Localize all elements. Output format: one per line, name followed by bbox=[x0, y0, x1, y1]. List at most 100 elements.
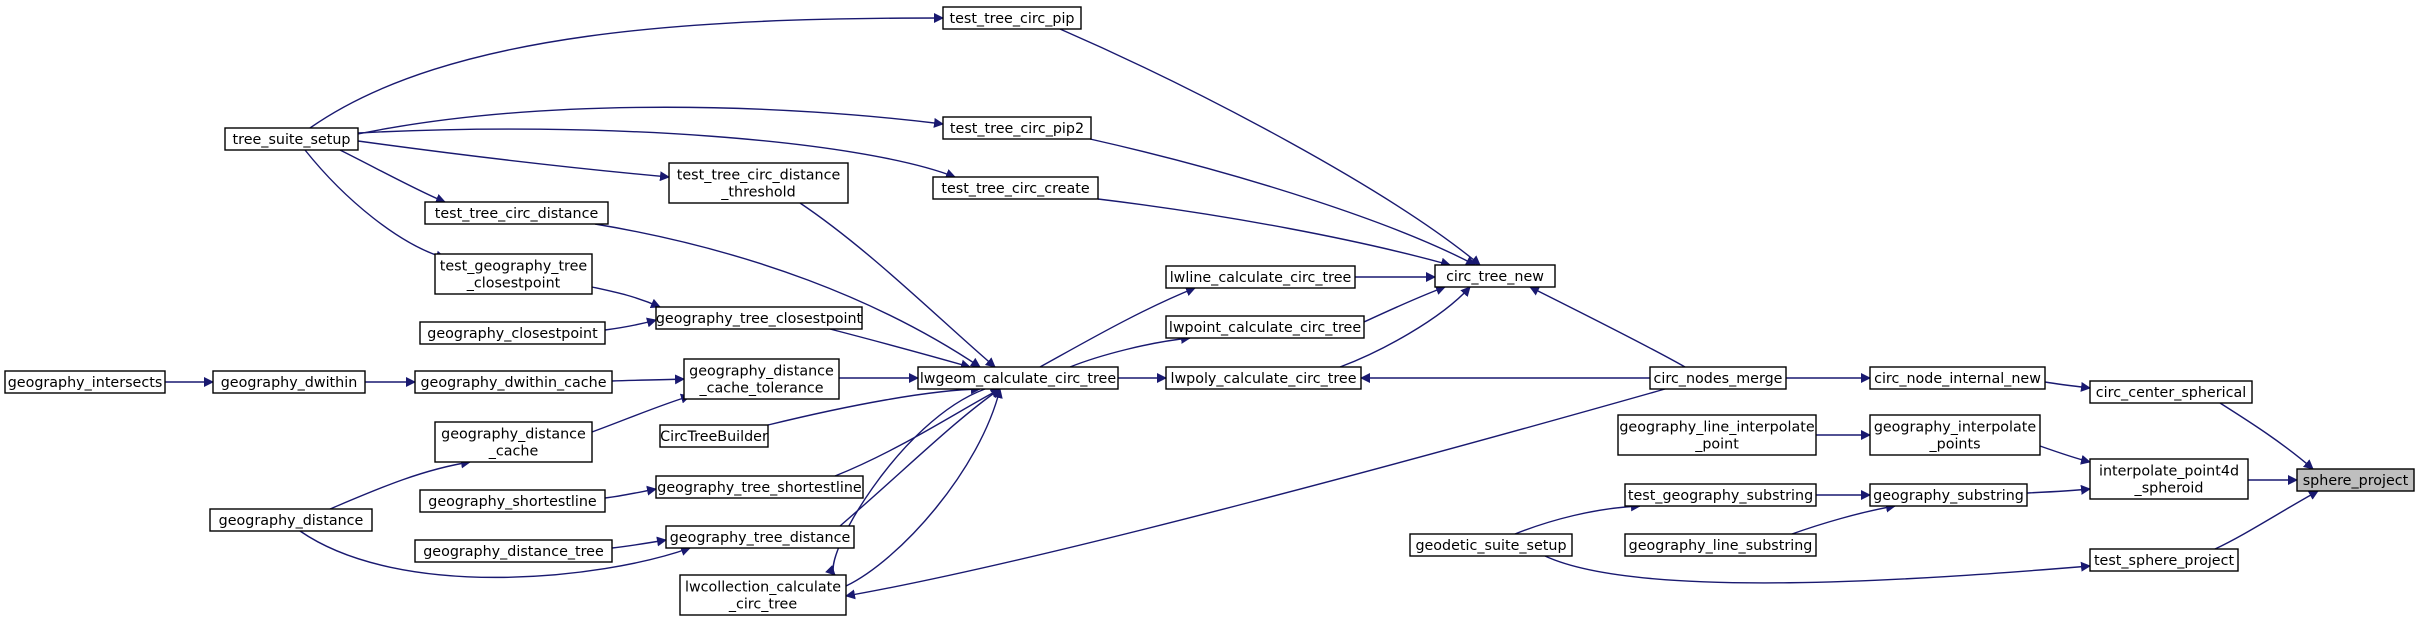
node-geodetic_suite_setup[interactable]: geodetic_suite_setup bbox=[1409, 533, 1573, 557]
node-test_tree_circ_create[interactable]: test_tree_circ_create bbox=[932, 176, 1099, 200]
node-lwpoly_calculate_circ_tree[interactable]: lwpoly_calculate_circ_tree bbox=[1165, 366, 1362, 390]
node-box bbox=[2089, 380, 2253, 404]
node-label: interpolate_point4d bbox=[2099, 464, 2239, 480]
node-geography_distance_cache[interactable]: geography_distance_cache bbox=[434, 421, 593, 463]
node-test_tree_circ_distance_threshold[interactable]: test_tree_circ_distance_threshold bbox=[668, 162, 849, 204]
node-geography_substring[interactable]: geography_substring bbox=[1869, 483, 2028, 507]
edge-tree_suite_setup-to-test_tree_circ_pip2 bbox=[357, 106, 944, 135]
node-label: lwpoly_calculate_circ_tree bbox=[1170, 371, 1356, 387]
node-geography_interpolate_points[interactable]: geography_interpolate_points bbox=[1869, 414, 2041, 456]
node-geography_dwithin[interactable]: geography_dwithin bbox=[212, 370, 366, 394]
node-lwpoint_calculate_circ_tree[interactable]: lwpoint_calculate_circ_tree bbox=[1165, 315, 1365, 339]
node-label: geography_distance bbox=[441, 427, 586, 443]
node-lwline_calculate_circ_tree[interactable]: lwline_calculate_circ_tree bbox=[1165, 265, 1356, 289]
node-geography_intersects[interactable]: geography_intersects bbox=[4, 370, 166, 394]
node-box bbox=[1869, 366, 2046, 390]
node-label: lwgeom_calculate_circ_tree bbox=[920, 371, 1117, 387]
node-geography_closestpoint[interactable]: geography_closestpoint bbox=[419, 321, 606, 345]
edge-geography_shortestline-to-geography_tree_shortestline bbox=[604, 485, 657, 499]
node-geography_line_substring[interactable]: geography_line_substring bbox=[1624, 533, 1817, 557]
edge-geography_line_substring-to-geography_substring bbox=[1791, 502, 1896, 535]
node-circ_center_spherical[interactable]: circ_center_spherical bbox=[2089, 380, 2253, 404]
edge-arrow bbox=[1363, 285, 1446, 323]
node-circ_tree_new[interactable]: circ_tree_new bbox=[1434, 264, 1556, 288]
node-box bbox=[1624, 533, 1817, 557]
edge-arrow bbox=[1039, 286, 1196, 368]
node-label: geography_intersects bbox=[8, 375, 163, 391]
node-box bbox=[434, 253, 593, 295]
node-box bbox=[1165, 366, 1362, 390]
node-test_geography_tree_closestpoint[interactable]: test_geography_tree_closestpoint bbox=[434, 253, 593, 295]
edge-arrow bbox=[357, 140, 670, 182]
node-geography_distance_tree[interactable]: geography_distance_tree bbox=[414, 539, 613, 563]
node-lwcollection_calculate_circ_tree[interactable]: lwcollection_calculate_circ_tree bbox=[679, 574, 847, 616]
edge-arrow bbox=[611, 374, 685, 385]
node-sphere_project[interactable]: sphere_project bbox=[2296, 468, 2415, 492]
node-label: _point bbox=[1694, 437, 1739, 453]
node-box bbox=[212, 370, 366, 394]
node-circ_node_internal_new[interactable]: circ_node_internal_new bbox=[1869, 366, 2046, 390]
node-geography_line_interpolate_point[interactable]: geography_line_interpolate_point bbox=[1617, 414, 1817, 456]
node-box bbox=[4, 370, 166, 394]
node-label: _cache bbox=[488, 444, 539, 460]
node-CircTreeBuilder[interactable]: CircTreeBuilder bbox=[659, 424, 769, 448]
node-box bbox=[655, 475, 864, 499]
edge-test_tree_circ_pip-to-circ_tree_new bbox=[1059, 28, 1481, 266]
edge-lwpoly_calculate_circ_tree-to-circ_tree_new bbox=[1339, 286, 1471, 368]
node-test_sphere_project[interactable]: test_sphere_project bbox=[2089, 548, 2239, 572]
node-geography_tree_shortestline[interactable]: geography_tree_shortestline bbox=[655, 475, 864, 499]
node-box bbox=[209, 508, 373, 532]
edge-circ_nodes_merge-to-lwcollection_calculate_circ_tree bbox=[845, 388, 1666, 600]
node-lwgeom_calculate_circ_tree[interactable]: lwgeom_calculate_circ_tree bbox=[917, 366, 1119, 390]
node-box bbox=[655, 306, 863, 330]
node-geography_tree_closestpoint[interactable]: geography_tree_closestpoint bbox=[655, 306, 863, 330]
node-geography_shortestline[interactable]: geography_shortestline bbox=[419, 489, 606, 513]
node-label: lwcollection_calculate bbox=[685, 580, 841, 596]
edge-tree_suite_setup-to-test_tree_circ_create bbox=[357, 128, 956, 179]
edge-arrow bbox=[845, 388, 1003, 587]
node-box bbox=[1617, 414, 1817, 456]
edge-geography_tree_shortestline-to-lwgeom_calculate_circ_tree bbox=[834, 388, 1001, 477]
edge-test_geography_tree_closestpoint-to-geography_tree_closestpoint bbox=[591, 286, 661, 308]
node-label: geography_interpolate bbox=[1874, 420, 2037, 436]
edge-geography_distance-to-geography_distance_cache bbox=[329, 458, 471, 510]
edge-test_tree_circ_distance-to-lwgeom_calculate_circ_tree bbox=[594, 223, 981, 368]
node-box bbox=[414, 539, 613, 563]
node-test_geography_substring[interactable]: test_geography_substring bbox=[1624, 483, 1817, 507]
edge-geography_distance-to-geography_tree_distance bbox=[299, 530, 691, 579]
node-label: lwline_calculate_circ_tree bbox=[1170, 270, 1352, 286]
edge-arrow bbox=[2044, 381, 2091, 392]
edge-test_sphere_project-to-sphere_project bbox=[2214, 490, 2319, 550]
edge-arrow bbox=[2039, 445, 2091, 465]
edge-arrow bbox=[591, 286, 661, 308]
node-label: circ_tree_new bbox=[1446, 269, 1544, 285]
node-geography_tree_distance[interactable]: geography_tree_distance bbox=[665, 525, 855, 549]
node-test_tree_circ_pip2[interactable]: test_tree_circ_pip2 bbox=[942, 116, 1092, 140]
node-test_tree_circ_pip[interactable]: test_tree_circ_pip bbox=[942, 6, 1082, 30]
edges-layer bbox=[165, 13, 2319, 600]
edge-geography_dwithin_cache-to-geography_distance_cache_tolerance bbox=[611, 374, 685, 385]
node-geography_dwithin_cache[interactable]: geography_dwithin_cache bbox=[414, 370, 613, 394]
edge-arrow bbox=[357, 128, 956, 179]
node-label: geography_distance bbox=[219, 513, 364, 529]
edge-geography_distance_tree-to-geography_tree_distance bbox=[611, 536, 667, 549]
edge-arrow bbox=[604, 317, 657, 331]
node-geography_distance[interactable]: geography_distance bbox=[209, 508, 373, 532]
node-label: geography_shortestline bbox=[428, 494, 597, 510]
edge-lwpoint_calculate_circ_tree-to-circ_tree_new bbox=[1363, 285, 1446, 323]
edge-test_tree_circ_create-to-circ_tree_new bbox=[1097, 198, 1451, 268]
edge-circ_nodes_merge-to-circ_tree_new bbox=[1529, 286, 1686, 368]
edge-arrow bbox=[1097, 198, 1451, 268]
node-tree_suite_setup[interactable]: tree_suite_setup bbox=[224, 127, 359, 151]
node-test_tree_circ_distance[interactable]: test_tree_circ_distance bbox=[424, 201, 609, 225]
edge-arrow bbox=[611, 536, 667, 549]
node-geography_distance_cache_tolerance[interactable]: geography_distance_cache_tolerance bbox=[683, 358, 840, 400]
node-circ_nodes_merge[interactable]: circ_nodes_merge bbox=[1649, 366, 1787, 390]
node-interpolate_point4d_spheroid[interactable]: interpolate_point4d_spheroid bbox=[2089, 458, 2249, 500]
edge-arrow bbox=[594, 223, 981, 368]
node-box bbox=[224, 127, 359, 151]
node-label: circ_center_spherical bbox=[2096, 385, 2246, 401]
edge-arrow bbox=[1089, 138, 1476, 266]
node-box bbox=[2089, 548, 2239, 572]
edge-arrow bbox=[825, 388, 986, 576]
